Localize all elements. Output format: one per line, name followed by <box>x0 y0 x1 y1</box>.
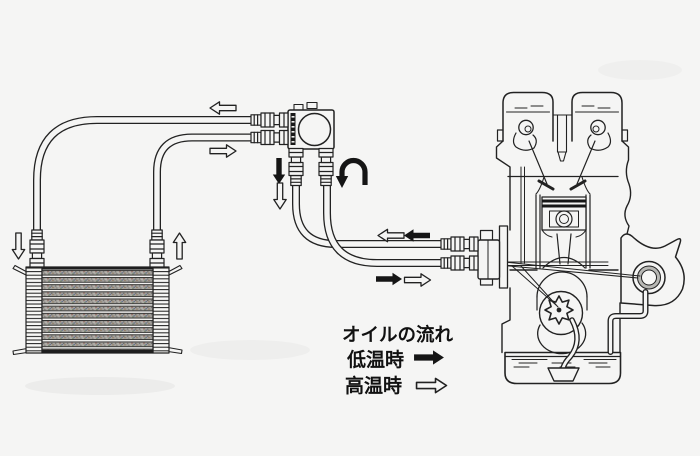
cylinder-block <box>501 175 621 354</box>
legend-title: オイルの流れ <box>342 324 454 346</box>
legend: オイルの流れ 低温時 高温時 <box>342 324 454 397</box>
high-temp-left-arrow-icon <box>377 228 405 243</box>
cooler-outlet-fitting <box>149 229 165 268</box>
hose-thermostat-to-engine-lower <box>323 179 447 267</box>
thermostat-housing-circle <box>297 112 332 147</box>
low-temp-arrow-icon <box>414 350 444 365</box>
oil-passage-lines <box>502 166 641 308</box>
oil-cooler-mount-tab <box>167 264 183 277</box>
thermostat-block <box>287 101 335 150</box>
oil-cooler <box>12 264 183 356</box>
high-temp-down-arrow-icon <box>273 182 287 210</box>
engine-lower-hose-fitting <box>440 255 479 271</box>
low-temp-right-arrow-icon <box>376 272 402 286</box>
engine-cross-section <box>495 91 685 385</box>
pump-housing <box>620 233 685 307</box>
cooler-inlet-down-arrow-icon <box>11 232 26 260</box>
thermostat-left-upper-fitting <box>250 112 289 128</box>
valve-left <box>528 140 555 191</box>
high-temp-right-arrow-icon <box>403 273 432 287</box>
piston-ring <box>542 204 586 208</box>
thermostat-bolt <box>306 101 318 110</box>
low-temp-down-arrow-icon <box>272 158 286 184</box>
legend-item-high-temp-label: 高温時 <box>345 374 402 397</box>
return-pipe <box>607 289 649 355</box>
piston-ring <box>542 199 586 203</box>
valve-right <box>569 140 596 191</box>
thermostat-left-lower-fitting <box>250 129 289 146</box>
oil-hoses <box>33 116 447 267</box>
crankcase <box>536 271 588 311</box>
valve-cover-right <box>571 91 629 142</box>
oil-cooler-right-tank <box>152 266 170 354</box>
thermostat-bottom-right-fitting <box>318 147 334 187</box>
oil-pickup-tube <box>560 317 580 371</box>
sandwich-adapter <box>477 225 509 289</box>
high-temp-right-arrow-icon <box>209 144 237 158</box>
valve-cover-left <box>496 91 554 142</box>
oil-cooler-left-tank <box>25 266 43 354</box>
wrist-pin <box>555 210 573 228</box>
bypass-u-turn-arrow-icon <box>335 157 368 188</box>
high-temp-left-arrow-icon <box>209 101 237 115</box>
camshaft-right <box>587 119 612 151</box>
cooler-inlet-fitting <box>29 229 45 268</box>
cylinder-head <box>495 114 632 239</box>
flow-arrows <box>11 101 432 287</box>
oil-cooler-mount-tab <box>12 264 28 277</box>
oil-cooler-core <box>41 266 154 354</box>
camshaft-left <box>512 119 537 151</box>
oil-cooler-mount-tab <box>167 346 183 355</box>
connecting-rod <box>542 233 586 269</box>
engine-upper-hose-fitting <box>440 236 479 252</box>
oil-cooler-mount-tab <box>12 347 28 356</box>
hose-thermostat-to-cooler-inner <box>153 133 257 236</box>
legend-item-low-temp-label: 低温時 <box>346 348 404 371</box>
high-temp-arrow-icon <box>415 377 448 394</box>
thermostat-label-strip <box>290 113 296 145</box>
piston <box>541 196 587 238</box>
cooler-outlet-up-arrow-icon <box>172 232 187 260</box>
thermostat-bottom-left-fitting <box>288 147 304 187</box>
hose-thermostat-to-cooler-outer <box>33 116 257 236</box>
oil-strainer <box>547 367 580 382</box>
low-temp-left-arrow-icon <box>404 229 430 242</box>
